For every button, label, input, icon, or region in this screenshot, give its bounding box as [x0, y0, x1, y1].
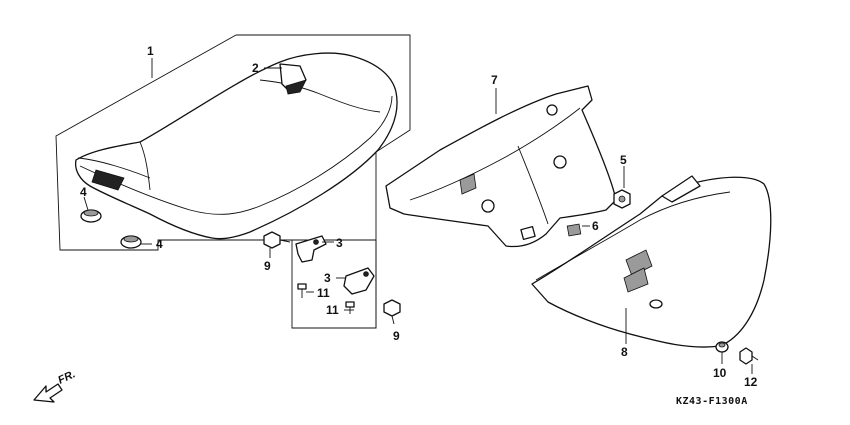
- callout-12: 12: [744, 375, 758, 389]
- seat-cushion-upper: [80, 209, 102, 223]
- bolt-9-upper: [263, 231, 291, 249]
- callout-labels: 1 2 4 4 3 3 9 11 11 9 7 5 6 8 10 12: [80, 44, 758, 389]
- seat-group-frame: [55, 34, 411, 329]
- bolt-9-lower: [383, 299, 401, 325]
- grommet-10: [715, 341, 729, 353]
- clip-6: [566, 223, 582, 237]
- front-direction-arrow: FR.: [33, 368, 77, 403]
- leader-lines: [83, 58, 753, 374]
- side-cover: [531, 175, 772, 348]
- callout-7: 7: [491, 73, 498, 87]
- bolt-12: [739, 347, 759, 365]
- callout-6: 6: [592, 219, 599, 233]
- bolt-11-lower: [345, 301, 355, 314]
- callout-5: 5: [620, 153, 627, 167]
- direction-label: FR.: [56, 368, 77, 386]
- callout-10: 10: [713, 366, 727, 380]
- callout-1: 1: [147, 44, 154, 58]
- callout-4-lower: 4: [156, 237, 163, 251]
- seat-strap: [279, 63, 307, 95]
- callout-9-upper: 9: [264, 259, 271, 273]
- callout-3-lower: 3: [324, 271, 331, 285]
- callout-2: 2: [252, 61, 259, 75]
- callout-11-lower: 11: [326, 303, 339, 317]
- callout-9-lower: 9: [393, 329, 400, 343]
- seat: [74, 52, 398, 240]
- seat-cushion-lower: [120, 235, 142, 249]
- bolt-11-upper: [297, 283, 307, 298]
- callout-4-upper: 4: [80, 185, 87, 199]
- callout-3-upper: 3: [336, 236, 343, 250]
- callout-8: 8: [621, 345, 628, 359]
- inner-side-cover: [385, 85, 617, 248]
- callout-11-upper: 11: [317, 286, 330, 300]
- bracket-group-frame: [292, 239, 377, 329]
- nut-5: [613, 189, 631, 209]
- diagram-code: KZ43-F1300A: [676, 396, 748, 407]
- seat-bracket-upper: [295, 235, 327, 263]
- seat-bracket-lower: [343, 267, 375, 295]
